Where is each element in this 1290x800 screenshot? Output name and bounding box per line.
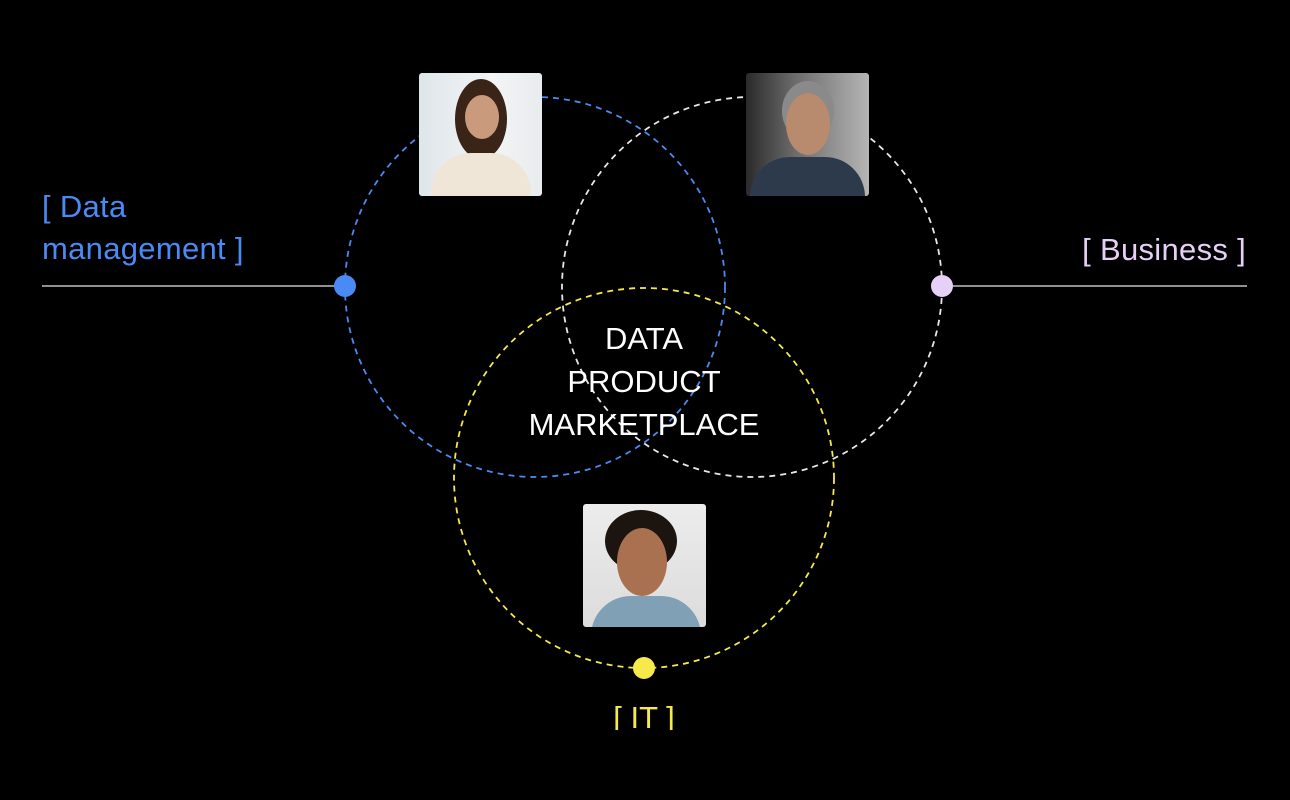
data-management-label-line2: management ] <box>42 231 244 266</box>
business-dot <box>931 275 953 297</box>
business-label: [ Business ] <box>1082 232 1246 267</box>
it-dot <box>633 657 655 679</box>
smiling-man-portrait-photo <box>583 504 706 627</box>
center-title-line1: DATA <box>604 321 684 356</box>
data-management-label-line1: [ Data <box>42 189 127 224</box>
center-title-line2: PRODUCT <box>567 364 721 399</box>
data-management-dot <box>334 275 356 297</box>
man-with-glasses-portrait-photo <box>746 73 869 196</box>
data-management-label: [ Data management ] <box>42 186 342 270</box>
it-label-container: [ IT ] <box>544 700 744 730</box>
center-title-line3: MARKETPLACE <box>528 407 760 442</box>
it-label: [ IT ] <box>613 700 675 730</box>
woman-portrait-photo <box>419 73 542 196</box>
center-title: DATA PRODUCT MARKETPLACE <box>494 317 794 446</box>
